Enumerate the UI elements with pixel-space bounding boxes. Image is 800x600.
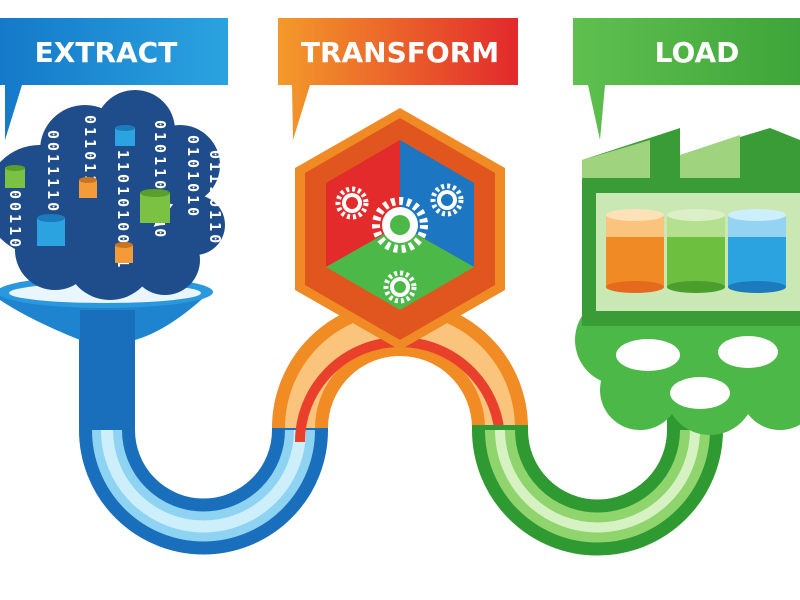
binary-column: 0011110 bbox=[44, 130, 62, 214]
blue-pipe bbox=[79, 300, 328, 555]
green-pipe bbox=[472, 380, 723, 556]
database-icons bbox=[5, 125, 170, 263]
binary-column: 1101010001 bbox=[114, 150, 132, 270]
extract-banner: EXTRACT bbox=[0, 18, 228, 140]
load-banner: LOAD bbox=[573, 18, 800, 140]
binary-column: 01110110 bbox=[206, 150, 224, 246]
transform-label: TRANSFORM bbox=[301, 36, 499, 69]
gear-icon bbox=[335, 183, 464, 304]
binary-column: 00110 bbox=[6, 190, 24, 250]
factory bbox=[582, 128, 800, 326]
binary-column: 0101010 bbox=[184, 135, 202, 219]
transform-banner: TRANSFORM bbox=[278, 18, 518, 140]
load-label: LOAD bbox=[655, 36, 740, 69]
database-icons bbox=[606, 209, 786, 293]
transform-hexagon bbox=[295, 108, 505, 350]
extract-label: EXTRACT bbox=[35, 36, 178, 69]
